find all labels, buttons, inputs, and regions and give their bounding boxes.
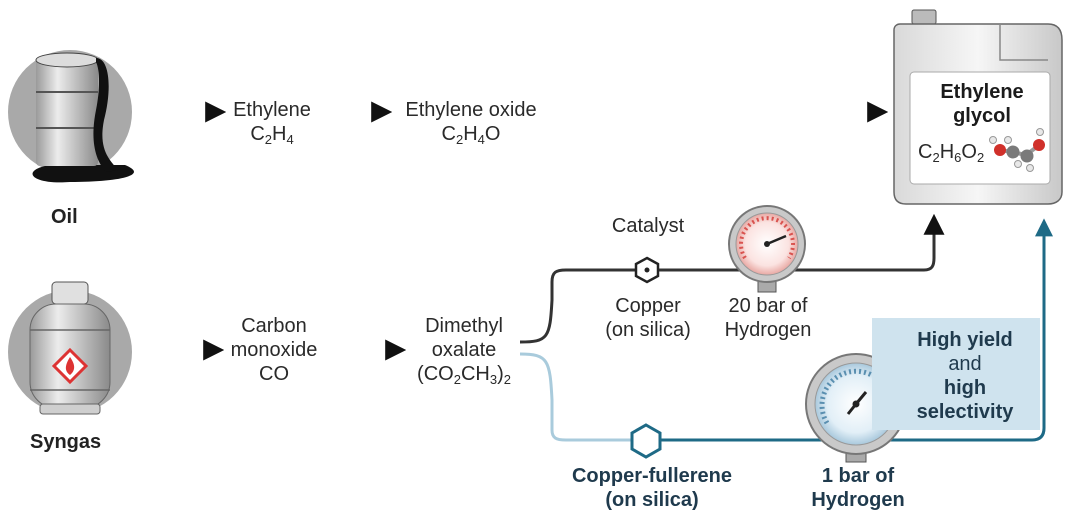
carbon-monoxide-line2: monoxide bbox=[230, 339, 318, 361]
callout-line3: high bbox=[943, 377, 987, 399]
product-name-line2: glycol bbox=[953, 105, 1011, 127]
carbon-monoxide-formula: CO bbox=[259, 363, 289, 385]
copper-catalyst-support: (on silica) bbox=[605, 319, 691, 341]
syngas-label: Syngas bbox=[30, 431, 102, 453]
carbon-monoxide-node: Carbon monoxide CO bbox=[214, 314, 334, 386]
ethylene-oxide-formula: C2H4O bbox=[441, 123, 501, 147]
syngas-tank-icon bbox=[8, 281, 132, 415]
callout-line4: selectivity bbox=[916, 401, 1014, 423]
product-name: Ethylene glycol bbox=[926, 80, 1038, 128]
ethylene-oxide-node: Ethylene oxide C2H4O bbox=[388, 98, 554, 146]
copper-catalyst-hexagon-icon bbox=[634, 256, 660, 284]
ethylene-node: Ethylene C2H4 bbox=[222, 98, 322, 146]
fullerene-catalyst-hexagon-icon bbox=[630, 423, 662, 459]
fullerene-catalyst-support: (on silica) bbox=[605, 489, 699, 511]
ethylene-oxide-name: Ethylene oxide bbox=[405, 99, 537, 121]
callout-text: High yield and high selectivity bbox=[872, 328, 1058, 424]
dimethyl-oxalate-formula: (CO2CH3)2 bbox=[417, 363, 511, 387]
pressure-gauge-20bar-icon bbox=[728, 205, 806, 293]
carbon-monoxide-line1: Carbon bbox=[241, 315, 307, 337]
callout-box bbox=[872, 318, 1040, 430]
copper-catalyst-path bbox=[519, 213, 945, 344]
dimethyl-oxalate-line2: oxalate bbox=[431, 339, 497, 361]
ethylene-name: Ethylene bbox=[233, 99, 311, 121]
fullerene-pressure-label: 1 bar of Hydrogen bbox=[796, 464, 920, 512]
fullerene-catalyst-path bbox=[519, 218, 1053, 442]
dimethyl-oxalate-line1: Dimethyl bbox=[425, 315, 503, 337]
copper-catalyst-name: Copper bbox=[615, 295, 681, 317]
catalyst-heading: Catalyst bbox=[611, 215, 685, 237]
ethylene-glycol-jug-icon bbox=[893, 9, 1063, 205]
copper-pressure-value: 20 bar of bbox=[728, 295, 808, 317]
oil-barrel-icon bbox=[8, 50, 134, 183]
fullerene-pressure-value: 1 bar of bbox=[821, 465, 895, 487]
product-formula: C2H6O2 bbox=[918, 141, 985, 165]
callout-line1: High yield bbox=[917, 329, 1013, 351]
ethylene-glycol-molecule-icon bbox=[989, 128, 1045, 172]
fullerene-catalyst-label: Copper-fullerene (on silica) bbox=[552, 464, 752, 512]
copper-pressure-gas: Hydrogen bbox=[724, 319, 812, 341]
ethylene-formula: C2H4 bbox=[250, 123, 294, 147]
callout-line2: and bbox=[948, 353, 982, 375]
fullerene-pressure-gas: Hydrogen bbox=[811, 489, 905, 511]
fullerene-catalyst-name: Copper-fullerene bbox=[571, 465, 733, 487]
copper-catalyst-label: Copper (on silica) bbox=[586, 294, 710, 342]
copper-pressure-label: 20 bar of Hydrogen bbox=[708, 294, 828, 342]
product-name-line1: Ethylene bbox=[940, 81, 1024, 103]
oil-label: Oil bbox=[51, 206, 78, 228]
dimethyl-oxalate-node: Dimethyl oxalate (CO2CH3)2 bbox=[402, 314, 526, 386]
